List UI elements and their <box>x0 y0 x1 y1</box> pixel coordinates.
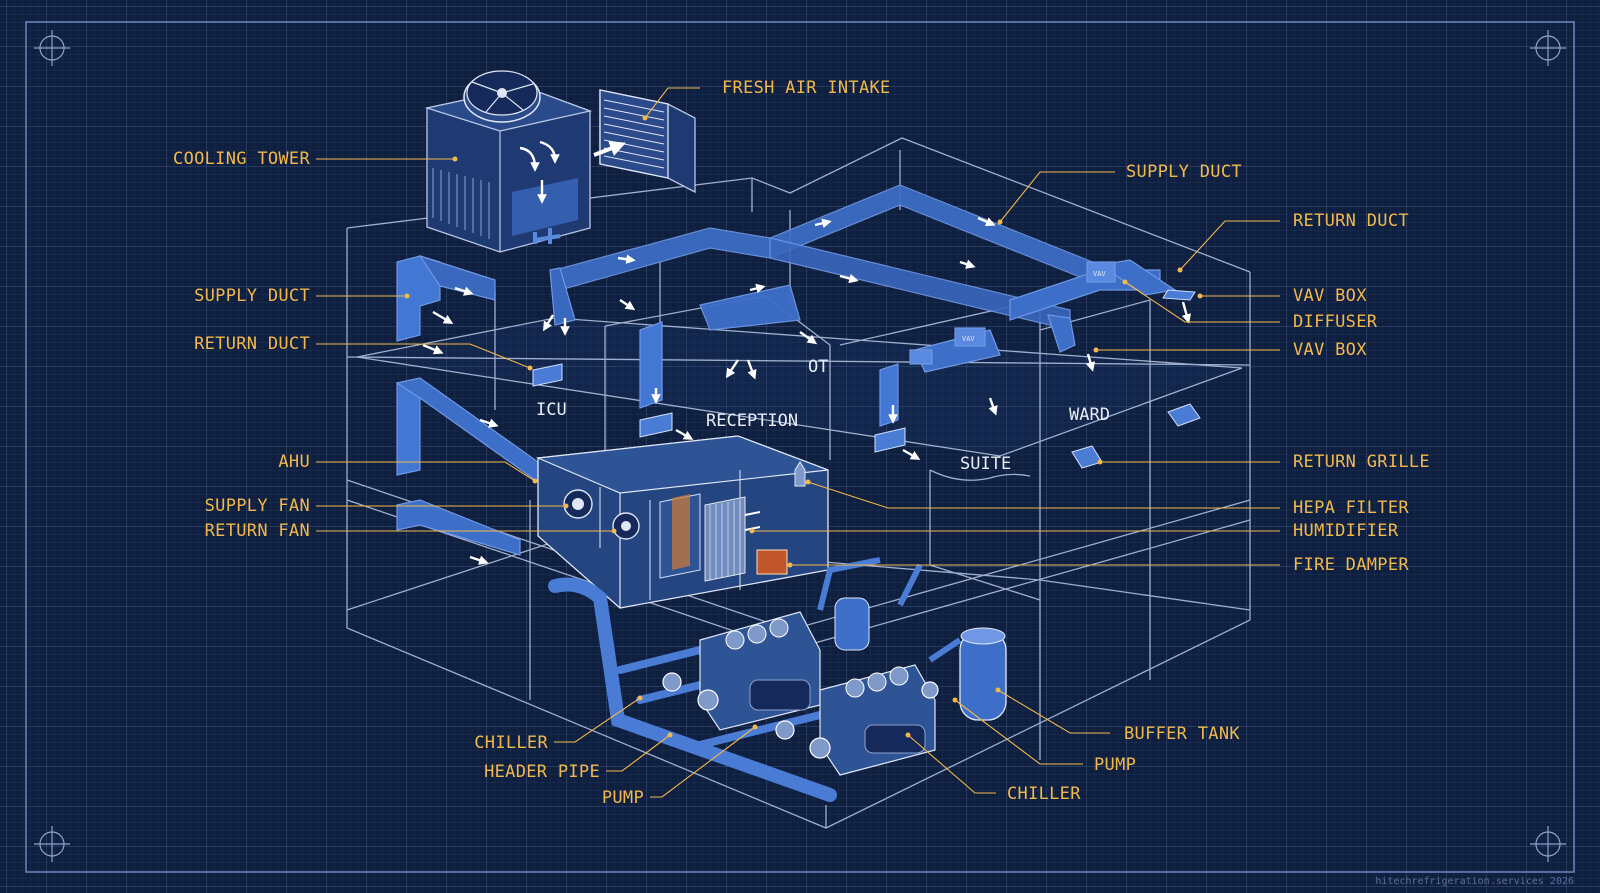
label-chiller-right: CHILLER <box>1007 784 1081 804</box>
room-label-suite: SUITE <box>960 454 1012 474</box>
label-fire-damper: FIRE DAMPER <box>1293 555 1409 575</box>
label-return-duct-left: RETURN DUCT <box>194 334 310 354</box>
label-vav-box-1: VAV BOX <box>1293 286 1367 306</box>
label-fresh-air-intake: FRESH AIR INTAKE <box>722 78 891 98</box>
room-label-icu: ICU <box>536 400 567 420</box>
leader-lines <box>316 87 1280 798</box>
label-diffuser: DIFFUSER <box>1293 312 1378 332</box>
credit-watermark: hitechrefrigeration.services 2026 <box>1375 876 1574 887</box>
label-return-fan: RETURN FAN <box>204 521 310 541</box>
room-label-ot: OT <box>808 357 829 377</box>
label-cooling-tower: COOLING TOWER <box>173 149 310 169</box>
blueprint-frame <box>25 21 1575 873</box>
label-ahu: AHU <box>278 452 310 472</box>
vav-tag-2: VAV <box>962 335 975 343</box>
label-supply-fan: SUPPLY FAN <box>204 496 310 516</box>
label-return-duct-top: RETURN DUCT <box>1293 211 1409 231</box>
vav-tag-1: VAV <box>1093 270 1106 278</box>
registration-marks <box>34 30 1566 862</box>
label-supply-duct-top: SUPPLY DUCT <box>1126 162 1242 182</box>
label-header-pipe: HEADER PIPE <box>484 762 600 782</box>
label-humidifier: HUMIDIFIER <box>1293 521 1399 541</box>
cooling-tower <box>424 70 593 253</box>
label-hepa-filter: HEPA FILTER <box>1293 498 1409 518</box>
fresh-air-intake-louver <box>593 89 696 194</box>
label-chiller-left: CHILLER <box>474 733 548 753</box>
label-pump-right: PUMP <box>1094 755 1137 775</box>
room-label-reception: RECEPTION <box>706 411 799 431</box>
room-label-ward: WARD <box>1069 405 1110 425</box>
label-buffer-tank: BUFFER TANK <box>1124 724 1240 744</box>
leader-endpoints <box>404 115 1203 738</box>
label-vav-box-2: VAV BOX <box>1293 340 1367 360</box>
duct-network <box>395 184 1177 556</box>
chilled-water-plant <box>548 557 1007 802</box>
label-pump-left: PUMP <box>601 788 644 808</box>
label-return-grille: RETURN GRILLE <box>1293 452 1430 472</box>
diffusers-and-grilles <box>532 289 1201 469</box>
air-handling-unit <box>535 435 829 609</box>
label-supply-duct-left: SUPPLY DUCT <box>194 286 310 306</box>
